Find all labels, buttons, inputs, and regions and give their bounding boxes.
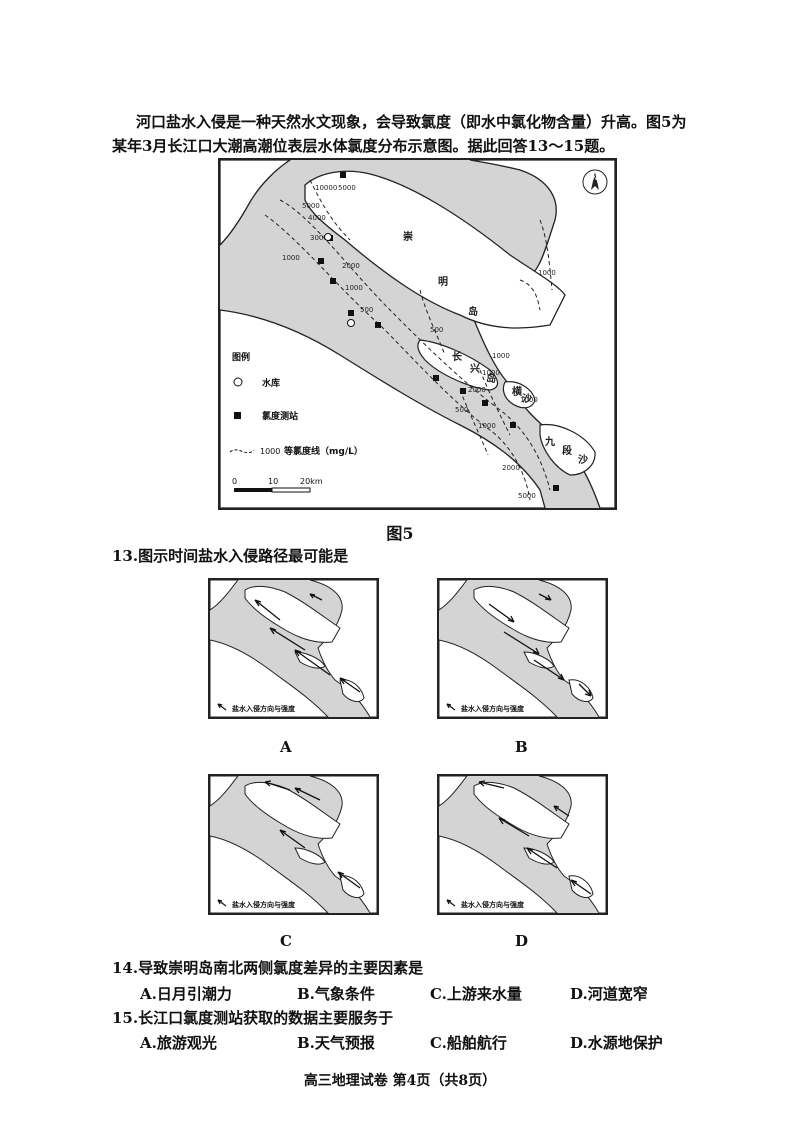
figure-caption: 图5 bbox=[386, 524, 414, 543]
label-hengsha-2: 沙 bbox=[522, 393, 532, 405]
compass-letter: N bbox=[592, 174, 597, 182]
intro-paragraph: 河口盐水入侵是一种天然水文现象，会导致氯度（即水中氯化物含量）升高。图5为某年3… bbox=[112, 113, 687, 155]
label-jiuduansha-1: 九 bbox=[544, 435, 555, 448]
option-b-legend: 盐水入侵方向与强度 bbox=[461, 704, 525, 713]
legend-isoline-icon bbox=[229, 449, 255, 454]
contour-label: 500 bbox=[430, 326, 443, 334]
label-chongming-1: 崇 bbox=[403, 230, 413, 243]
contour-label: 5000 bbox=[518, 492, 536, 500]
label-changxing-2: 兴 bbox=[470, 362, 480, 375]
contour-label: 1000 bbox=[520, 396, 538, 404]
contour-label: 500 bbox=[455, 406, 468, 414]
option-d-letter[interactable]: D bbox=[515, 932, 529, 950]
contour-label: 1000 bbox=[345, 284, 363, 292]
label-changxing-3: 岛 bbox=[486, 372, 496, 385]
scale-bar: 0 10 20km bbox=[232, 477, 323, 493]
contour-label: 1000 bbox=[482, 369, 500, 377]
q15-option-c[interactable]: C.船舶航行 bbox=[430, 1034, 507, 1052]
contour-label: 10000 bbox=[315, 184, 337, 192]
q15-option-d[interactable]: D.水源地保护 bbox=[570, 1034, 663, 1052]
contour-label: 2000 bbox=[468, 386, 486, 394]
option-c-letter[interactable]: C bbox=[280, 932, 292, 950]
q15-option-a[interactable]: A.旅游观光 bbox=[140, 1034, 217, 1052]
label-chongming-3: 岛 bbox=[468, 305, 478, 318]
question-15-stem: 15.长江口氯度测站获取的数据主要服务于 bbox=[112, 1009, 394, 1027]
question-13-stem: 13.图示时间盐水入侵路径最可能是 bbox=[112, 547, 349, 565]
legend-isoline-value: 1000 bbox=[260, 447, 280, 456]
option-a-legend: 盐水入侵方向与强度 bbox=[232, 704, 296, 713]
option-d-legend: 盐水入侵方向与强度 bbox=[461, 900, 525, 909]
label-hengsha-1: 横 bbox=[512, 385, 523, 398]
option-a-map: 盐水入侵方向与强度 bbox=[208, 578, 379, 719]
legend-isoline: 等氯度线（mg/L） bbox=[283, 445, 363, 457]
legend-station: 氯度测站 bbox=[262, 410, 298, 422]
figure-5-map: 10000 5000 5000 4000 3000 1000 2000 1000… bbox=[218, 158, 617, 510]
legend-title: 图例 bbox=[232, 351, 250, 363]
contour-label: 4000 bbox=[308, 214, 326, 222]
label-jiuduansha-2: 段 bbox=[562, 444, 572, 457]
contour-label: 5000 bbox=[302, 202, 320, 210]
legend-reservoir-icon bbox=[233, 377, 243, 387]
page-footer: 高三地理试卷 第4页（共8页） bbox=[303, 1073, 497, 1089]
option-c-legend: 盐水入侵方向与强度 bbox=[232, 900, 296, 909]
q14-option-a[interactable]: A.日月引潮力 bbox=[140, 985, 232, 1003]
label-changxing-1: 长 bbox=[452, 350, 463, 363]
q14-option-d[interactable]: D.河道宽窄 bbox=[570, 985, 648, 1003]
scale-tick-0: 0 bbox=[232, 477, 237, 486]
contour-label: 1000 bbox=[478, 422, 496, 430]
contour-label: 2000 bbox=[342, 262, 360, 270]
contour-label: 1000 bbox=[538, 269, 556, 277]
legend-reservoir: 水库 bbox=[262, 377, 280, 389]
contour-label: 1000 bbox=[492, 352, 510, 360]
north-arrow-icon: N bbox=[582, 169, 608, 195]
contour-label: 2000 bbox=[502, 464, 520, 472]
contour-label: 1000 bbox=[282, 254, 300, 262]
option-a-letter[interactable]: A bbox=[280, 738, 292, 756]
question-14-stem: 14.导致崇明岛南北两侧氯度差异的主要因素是 bbox=[112, 959, 424, 977]
label-jiuduansha-3: 沙 bbox=[578, 454, 588, 466]
contour-label: 500 bbox=[360, 306, 373, 314]
scale-tick-10: 10 bbox=[268, 477, 278, 486]
contour-label: 3000 bbox=[310, 234, 328, 242]
label-chongming-2: 明 bbox=[438, 276, 448, 288]
option-b-map: 盐水入侵方向与强度 bbox=[437, 578, 608, 719]
option-d-map: 盐水入侵方向与强度 bbox=[437, 774, 608, 915]
option-b-letter[interactable]: B bbox=[515, 738, 528, 756]
q14-option-b[interactable]: B.气象条件 bbox=[297, 985, 375, 1003]
option-c-map: 盐水入侵方向与强度 bbox=[208, 774, 379, 915]
scale-tick-20: 20km bbox=[300, 477, 323, 486]
legend-station-icon bbox=[234, 412, 241, 419]
q14-option-c[interactable]: C.上游来水量 bbox=[430, 985, 522, 1003]
contour-label: 5000 bbox=[338, 184, 356, 192]
q15-option-b[interactable]: B.天气预报 bbox=[297, 1034, 375, 1052]
